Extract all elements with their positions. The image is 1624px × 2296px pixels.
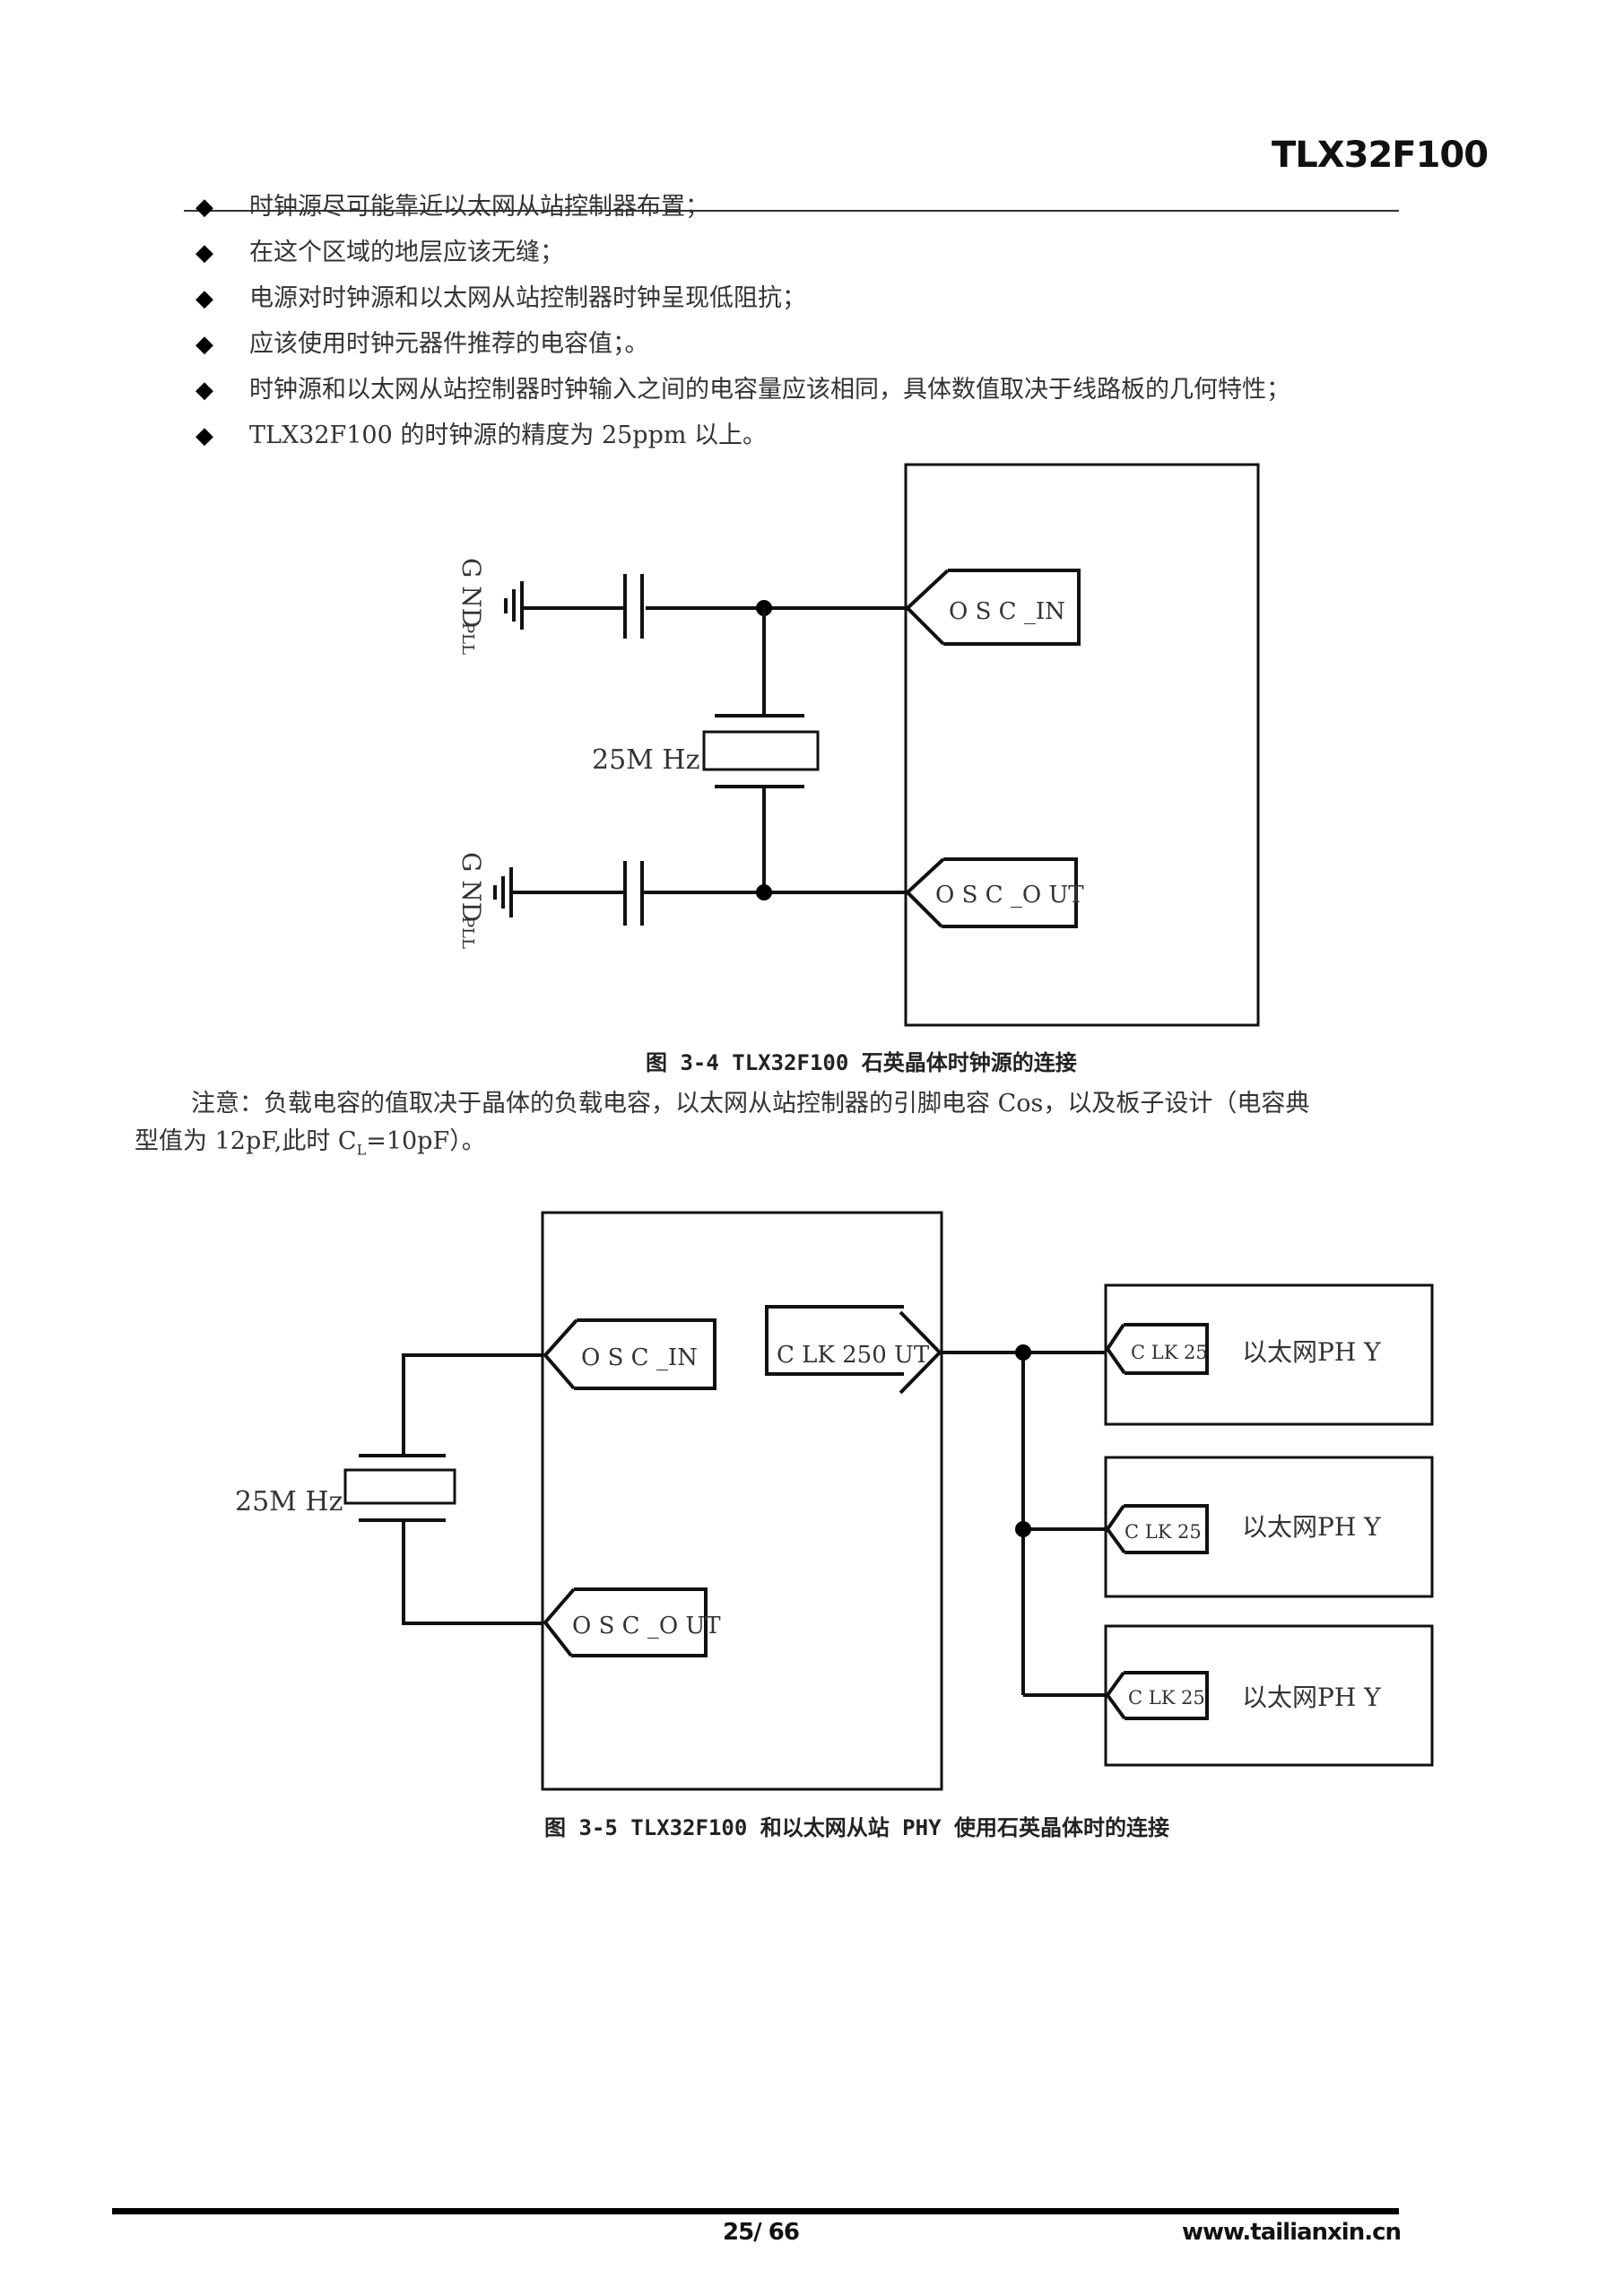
crystal-icon — [702, 730, 820, 771]
phy-label: 以太网PH Y — [1242, 1337, 1381, 1367]
phy-box — [1104, 1283, 1434, 1426]
note-text: 型值为 12pF,此时 C — [135, 1127, 357, 1155]
junction-dot — [756, 884, 772, 900]
bullet-text: 应该使用时钟元器件推荐的电容值；。 — [249, 330, 649, 358]
osc-out-label: O S C _O UT — [572, 1613, 721, 1639]
clk25-out-label: C LK 250 UT — [777, 1342, 930, 1369]
figure-3-5-schematic: O S C _IN C LK 250 UT O S C _O UT 25M Hz… — [235, 1211, 1434, 1791]
diamond-bullet-icon: ◆ — [195, 377, 213, 404]
crystal-frequency-label: 25M Hz — [592, 744, 699, 776]
clk25-in-label: C LK 25 — [1131, 1342, 1208, 1363]
osc-out-label: O S C _O UT — [935, 882, 1084, 909]
wire — [402, 1353, 543, 1456]
diamond-bullet-icon: ◆ — [195, 239, 213, 266]
bullet-item: ◆ 时钟源和以太网从站控制器时钟输入之间的电容量应该相同，具体数值取决于线路板的几… — [195, 376, 1290, 404]
document-title: TLX32F100 — [1272, 135, 1489, 176]
clk25-in-pin — [1105, 1323, 1209, 1375]
bullet-item: ◆ 电源对时钟源和以太网从站控制器时钟呈现低阻抗； — [195, 284, 806, 313]
bullet-text: 时钟源和以太网从站控制器时钟输入之间的电容量应该相同，具体数值取决于线路板的几何… — [249, 376, 1290, 404]
clk25-in-label: C LK 25 — [1128, 1687, 1205, 1709]
note-line-2: 型值为 12pF,此时 CL=10pF）。 — [135, 1123, 486, 1169]
osc-in-label: O S C _IN — [949, 598, 1065, 625]
osc-in-label: O S C _IN — [581, 1344, 698, 1371]
header-rule — [184, 210, 1399, 212]
osc-in-pin — [905, 569, 1081, 646]
diamond-bullet-icon: ◆ — [195, 285, 213, 312]
bullet-text: 电源对时钟源和以太网从站控制器时钟呈现低阻抗； — [249, 284, 806, 312]
page-number: 25/ 66 — [723, 2219, 800, 2246]
footer-rule — [112, 2208, 1399, 2214]
diamond-bullet-icon: ◆ — [195, 194, 213, 221]
phy-box — [1104, 1456, 1434, 1598]
clk25-out-pin — [765, 1305, 942, 1395]
note-line-1: 注意：负载电容的值取决于晶体的负载电容，以太网从站控制器的引脚电容 Cos，以及… — [191, 1090, 1310, 1118]
bullet-item: ◆ TLX32F100 的时钟源的精度为 25ppm 以上。 — [195, 422, 767, 450]
figure-3-4-schematic: O S C _IN O S C _O UT 25M Hz G ND PLL G … — [456, 463, 1260, 1027]
wire — [402, 1520, 543, 1625]
clk25-in-pin — [1105, 1671, 1209, 1720]
clk25-in-pin — [1105, 1504, 1209, 1554]
crystal-icon — [343, 1468, 456, 1505]
bullet-text: 在这个区域的地层应该无缝； — [249, 239, 564, 266]
bullet-item: ◆ 时钟源尽可能靠近以太网从站控制器布置； — [195, 193, 709, 222]
figure-3-5-caption: 图 3-5 TLX32F100 和以太网从站 PHY 使用石英晶体时的连接 — [544, 1815, 1169, 1840]
osc-out-pin — [543, 1587, 708, 1657]
controller-chip-box — [541, 1211, 943, 1791]
osc-out-pin — [905, 857, 1078, 928]
clk25-in-label: C LK 25 — [1125, 1521, 1202, 1543]
phy-label: 以太网PH Y — [1242, 1683, 1381, 1712]
junction-dot — [1015, 1344, 1031, 1361]
osc-in-pin — [543, 1318, 716, 1390]
gnd-label: G ND — [456, 852, 486, 922]
controller-chip-box — [904, 463, 1260, 1027]
website-link[interactable]: www.tailianxin.cn — [1182, 2219, 1402, 2246]
crystal-frequency-label: 25M Hz — [235, 1486, 343, 1518]
gnd-subscript: PLL — [458, 622, 477, 655]
note-text: =10pF）。 — [366, 1127, 486, 1155]
bullet-item: ◆ 应该使用时钟元器件推荐的电容值；。 — [195, 330, 649, 359]
bullet-text: 时钟源尽可能靠近以太网从站控制器布置； — [249, 193, 709, 221]
junction-dot — [1015, 1521, 1031, 1537]
diamond-bullet-icon: ◆ — [195, 422, 213, 449]
bullet-text: TLX32F100 的时钟源的精度为 25ppm 以上。 — [249, 422, 768, 449]
diamond-bullet-icon: ◆ — [195, 331, 213, 358]
gnd-subscript: PLL — [458, 917, 477, 949]
gnd-label: G ND — [456, 558, 486, 628]
bullet-item: ◆ 在这个区域的地层应该无缝； — [195, 239, 564, 267]
phy-label: 以太网PH Y — [1242, 1512, 1381, 1542]
figure-3-4-caption: 图 3-4 TLX32F100 石英晶体时钟源的连接 — [646, 1050, 1077, 1075]
note-subscript: L — [356, 1141, 367, 1159]
